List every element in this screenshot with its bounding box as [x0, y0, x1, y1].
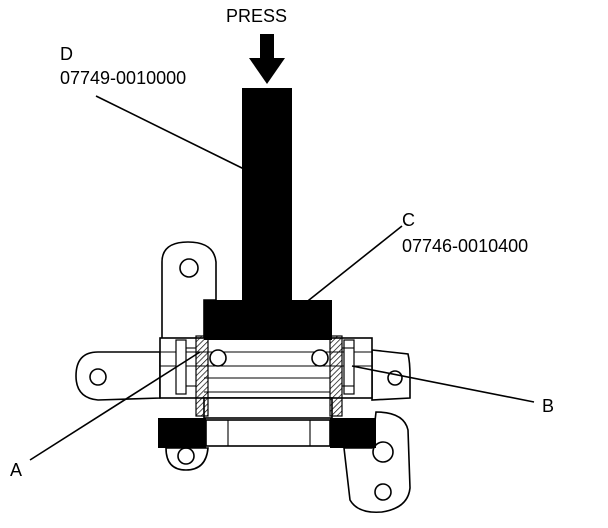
bearing-assembly [175, 335, 355, 417]
lower-right-ear-hole [374, 483, 392, 501]
right-support-block [330, 418, 376, 448]
tool-c-number: 07746-0010400 [402, 236, 528, 256]
right-arm [371, 349, 411, 401]
upper-left-ear [161, 241, 217, 341]
leader-lines [29, 95, 535, 461]
left-hatched-race [195, 335, 209, 417]
tool-c-letter: C [402, 210, 415, 230]
leader-c [303, 225, 403, 305]
leader-a [29, 351, 201, 461]
arrow-down-icon [249, 34, 285, 84]
attachment-c [204, 300, 332, 340]
press-label: PRESS [226, 6, 287, 26]
driver-shaft-d [242, 88, 292, 304]
center-support-plate [205, 419, 331, 447]
left-arm-hole [89, 368, 107, 386]
right-ball [311, 349, 329, 367]
left-support-block [158, 418, 206, 448]
right-arm-hole [387, 370, 403, 386]
lower-right-ear-hole-2 [372, 441, 394, 463]
lower-right-ear [343, 411, 411, 514]
tool-d-number: 07749-0010000 [60, 68, 186, 88]
hub-lower-section [203, 397, 333, 419]
tool-d-letter: D [60, 44, 73, 64]
part-b-label: B [542, 396, 554, 416]
upper-left-ear-hole [179, 258, 199, 278]
part-a-label: A [10, 460, 22, 480]
lower-left-ear [165, 447, 209, 471]
leader-d [95, 95, 247, 171]
leader-b [351, 365, 535, 403]
left-ball [209, 349, 227, 367]
right-hatched-race [329, 335, 343, 417]
left-arm [75, 351, 161, 401]
